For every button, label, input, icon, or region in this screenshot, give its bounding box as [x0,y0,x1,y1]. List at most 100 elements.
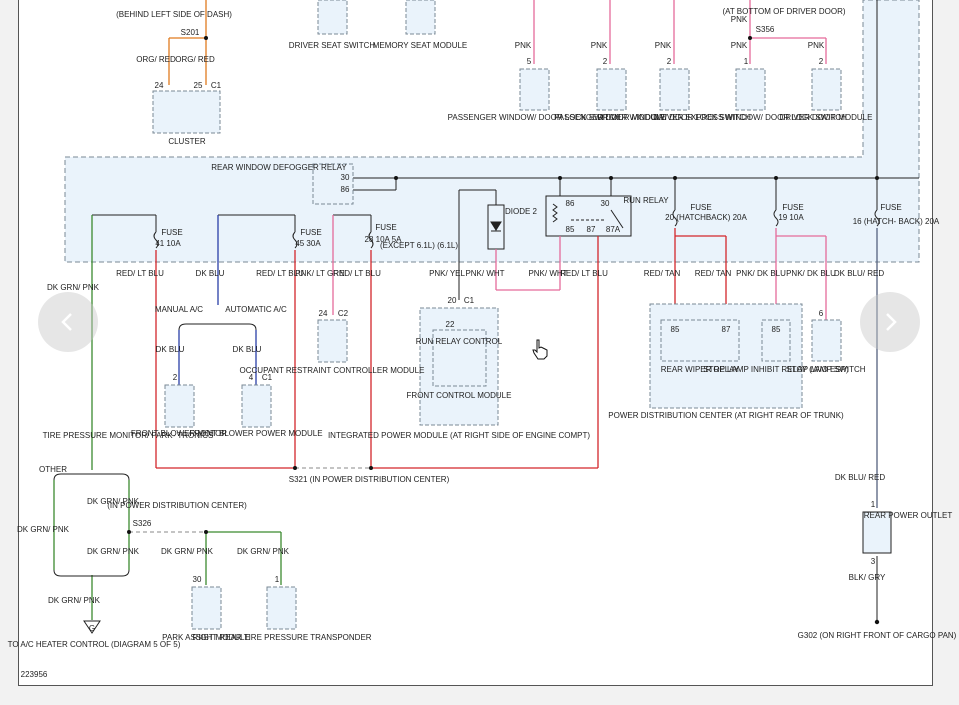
red-lt-blu-label: RED/ LT BLU [256,269,304,278]
pnk-label: PNK [591,41,608,50]
fuse-label: FUSE [300,228,321,237]
ground-symbol [83,620,101,634]
dk-grn-pnk-label: DK GRN/ PNK [47,283,100,292]
rear-wiper-relay-label: REAR WIPER RELAY [661,365,740,374]
rear-power-outlet-box [862,511,892,554]
fuse-label: FUSE [375,223,396,232]
bus-lines [92,0,919,300]
red-wires [155,228,727,469]
pnk-label: PNK [731,41,748,50]
fuse-label: FUSE [161,228,182,237]
pin1-label: 1 [744,57,749,66]
diagram-labels: (BEHIND LEFT SIDE OF DASH) S201 ORG/ RED… [8,7,957,679]
occupant-restraint-box [317,319,348,363]
cluster-box [152,90,221,134]
g302-label: G302 (ON RIGHT FRONT OF CARGO PAN) [798,631,957,640]
rear-wiper-relay-box [660,319,740,362]
right-rear-tire-box [266,586,297,630]
pin3-label: 3 [871,557,876,566]
rear-window-defogger-relay-label: REAR WINDOW DEFOGGER RELAY [211,163,347,172]
integrated-power-module-label: INTEGRATED POWER MODULE (AT RIGHT SIDE O… [328,431,590,440]
g-symbol-label: G [89,624,95,633]
pin1-label: 1 [275,575,280,584]
pnk-label: PNK [515,41,532,50]
front-control-module-label: FRONT CONTROL MODULE [407,391,512,400]
run-relay-label: RUN RELAY [623,196,669,205]
dk-blu-label: DK BLU [156,345,185,354]
pin85-label: 85 [772,325,781,334]
pnk-label: PNK [808,41,825,50]
org-red-label: ORG/ RED [175,55,215,64]
pnk-yel-label: PNK/ YEL [429,269,465,278]
run-relay-control-label: RUN RELAY CONTROL [416,337,503,346]
wiring-diagram: (BEHIND LEFT SIDE OF DASH) S201 ORG/ RED… [8,0,957,679]
at-bottom-driver-door-label: (AT BOTTOM OF DRIVER DOOR) [722,7,845,16]
fuse28-label: 28 10A 5A [365,235,403,244]
pass-window-switch-box [519,68,550,111]
dk-grn-pnk-label: DK GRN/ PNK [87,547,140,556]
driver-window-switch-box [659,68,690,111]
diode-symbol [490,221,502,232]
occupant-restraint-label: OCCUPANT RESTRAINT CONTROLLER MODULE [240,366,425,375]
viewer-bottom-bar [0,686,959,705]
ipm-enclosure [64,0,920,263]
pnk-dk-blu-label: PNK/ DK BLU [736,269,786,278]
pin4-label: 4 [249,373,254,382]
pnk-wht-label: PNK/ WHT [465,269,504,278]
in-power-distribution-center-label: (IN POWER DISTRIBUTION CENTER) [107,501,247,510]
front-control-module-box [432,329,487,387]
pin6-label: 6 [819,309,824,318]
chevron-right-icon [886,313,897,331]
s356-label: S356 [756,25,775,34]
passenger-door-module-box [596,68,627,111]
front-blower-motor-box [164,384,195,428]
pin86-label: 86 [566,199,575,208]
park-assist-module-box [191,586,222,630]
pnk-label: PNK [731,15,748,24]
passenger-door-module-label: PASSENGER DOOR MODULE [554,113,666,122]
dk-grn-pnk-label: DK GRN/ PNK [237,547,290,556]
pin5-label: 5 [527,57,532,66]
blk-gry-label: BLK/ GRY [849,573,886,582]
s201-label: S201 [181,28,200,37]
red-lt-blu-label: RED/ LT BLU [333,269,381,278]
next-page-button[interactable] [860,292,920,352]
org-red-label: ORG/ RED [136,55,176,64]
wiring-diagram-sheet: (BEHIND LEFT SIDE OF DASH) S201 ORG/ RED… [8,0,957,686]
hand-pointer-icon [532,339,548,360]
fuse45-label: 45 30A [295,239,321,248]
s321-label: S321 (IN POWER DISTRIBUTION CENTER) [289,475,450,484]
red-lt-blu-label: RED/ LT BLU [116,269,164,278]
memory-seat-module-box [405,0,436,35]
driver-express-window-label: DRIVER EXPRESS WINDOW/ DOOR LOCK SWITCH [653,113,847,122]
park-assist-module-label: PARK ASSIST MODULE [162,633,250,642]
dk-blu-label: DK BLU [233,345,262,354]
stop-lamp-inhibit-relay-label: STOP LAMP INHIBIT RELAY (W/O ESP) [703,365,849,374]
c1-label: C1 [262,373,273,382]
dk-blu-red-label: DK BLU/ RED [835,473,885,482]
defogger-relay-box [312,163,354,205]
red-tan-label: RED/ TAN [644,269,681,278]
except61-label: (EXCEPT 6.1L) (6.1L) [380,241,458,250]
stop-lamp-switch-label: STOP LAMP SWITCH [786,365,865,374]
dk-grn-pnk-label: DK GRN/ PNK [48,596,101,605]
pin87a-label: 87A [606,225,621,234]
manual-ac-label: MANUAL A/C [155,305,203,314]
c1-label: C1 [464,296,475,305]
pin22-label: 22 [446,320,455,329]
driver-window-door-lock-switch-label: DRIVER WINDOW/ DOOR LOCK SWITCH [597,113,751,122]
pin24-label: 24 [319,309,328,318]
fuse16-label: 16 (HATCH- BACK) 20A [853,217,940,226]
previous-page-button[interactable] [38,292,98,352]
stop-lamp-inhibit-relay-box [761,319,791,362]
fuse41-label: 41 10A [155,239,181,248]
right-rear-tire-pressure-label: RIGHT REAR TIRE PRESSURE TRANSPONDER [192,633,371,642]
pin20-label: 20 [448,296,457,305]
power-distribution-center-label: POWER DISTRIBUTION CENTER (AT RIGHT REAR… [608,411,844,420]
driver-express-window-box [735,68,766,111]
green-wires [53,215,282,620]
pass-window-door-lock-switch-label: PASSENGER WINDOW/ DOOR LOCK SWITCH [448,113,621,122]
diode2-label: DIODE 2 [505,207,538,216]
red-tan-label: RED/ TAN [695,269,732,278]
